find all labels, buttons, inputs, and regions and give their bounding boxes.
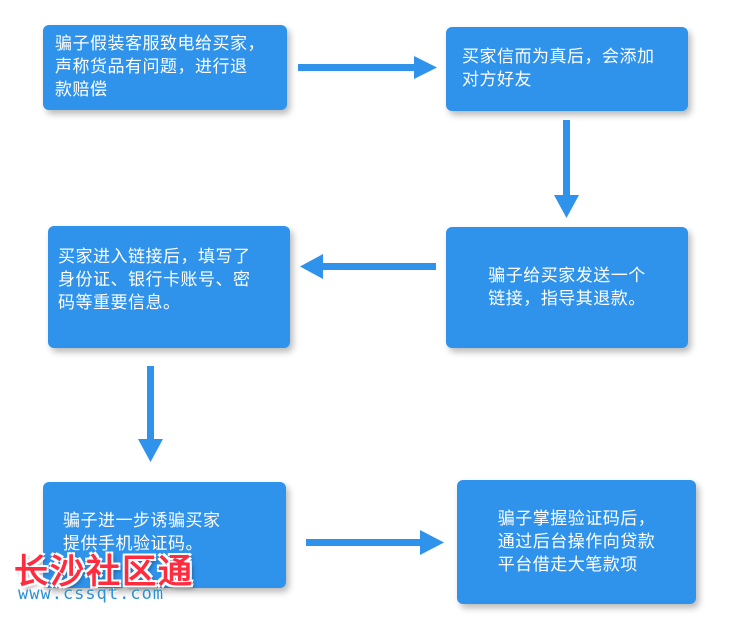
step-1-box: 骗子假装客服致电给买家， 声称货品有问题，进行退 款赔偿 [43,25,287,110]
step-3-box: 骗子给买家发送一个 链接，指导其退款。 [446,227,688,348]
step-2-text: 买家信而为真后，会添加 对方好友 [462,47,655,90]
arrow-right-icon [298,56,437,79]
watermark-url: www.cssqt.com [18,584,165,604]
step-2-box: 买家信而为真后，会添加 对方好友 [446,27,688,111]
arrow-left-icon [300,254,436,279]
step-5-text: 骗子进一步诱骗买家 提供手机验证码。 [63,511,221,554]
arrow-down-icon [554,120,579,218]
watermark-logo: 长沙社区通 [14,552,194,592]
step-5-box: 骗子进一步诱骗买家 提供手机验证码。 [43,482,286,588]
step-3-text: 骗子给买家发送一个 链接，指导其退款。 [488,265,646,309]
step-6-box: 骗子掌握验证码后， 通过后台操作向贷款 平台借走大笔款项 [457,480,696,604]
arrow-down-icon [138,366,163,462]
arrow-right-icon [306,530,444,555]
step-4-text: 买家进入链接后，填写了 身份证、银行卡账号、密 码等重要信息。 [58,247,251,313]
step-1-text: 骗子假装客服致电给买家， 声称货品有问题，进行退 款赔偿 [55,34,265,100]
step-4-box: 买家进入链接后，填写了 身份证、银行卡账号、密 码等重要信息。 [48,226,290,348]
step-6-text: 骗子掌握验证码后， 通过后台操作向贷款 平台借走大笔款项 [497,508,656,575]
